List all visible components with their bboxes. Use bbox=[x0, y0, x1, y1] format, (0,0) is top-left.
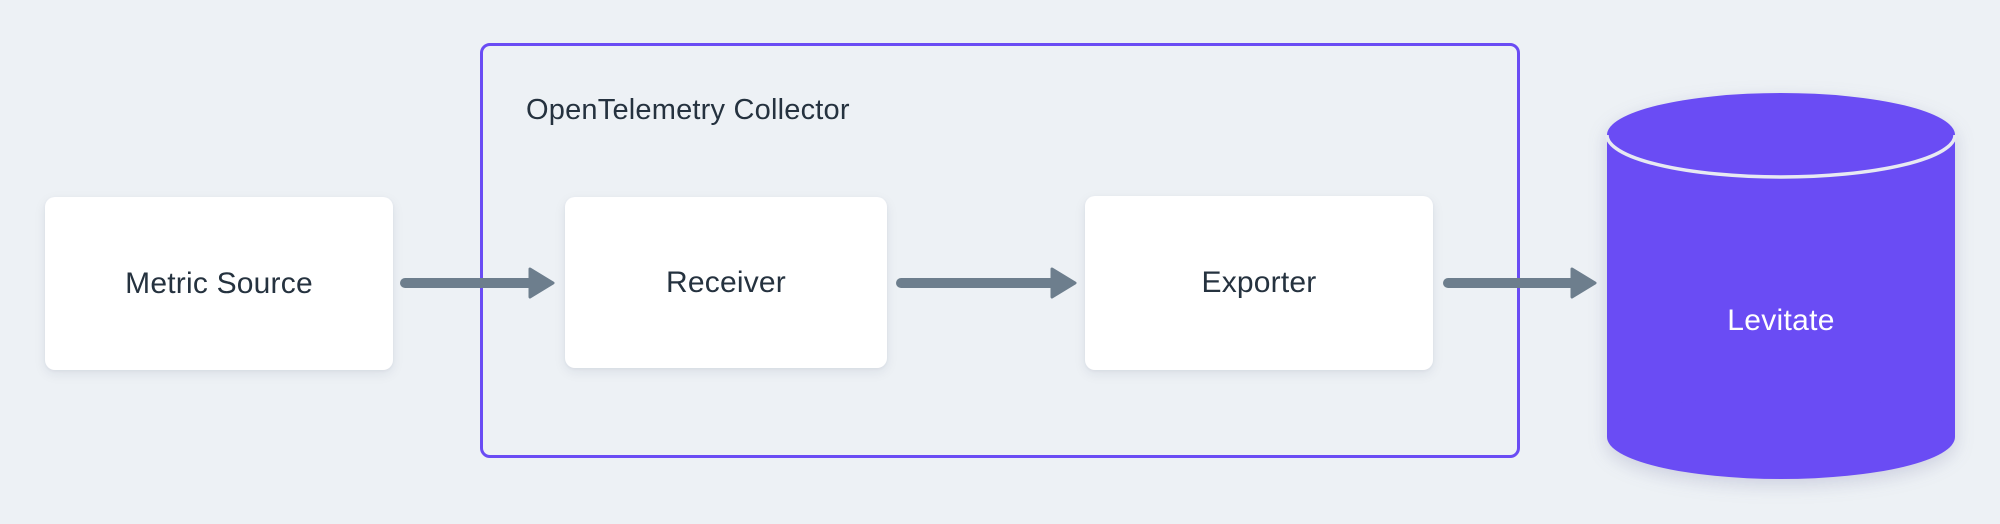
cylinder-bottom bbox=[1607, 395, 1955, 479]
cylinder-top bbox=[1607, 93, 1955, 177]
arrow-metric-source-to-receiver bbox=[400, 267, 555, 299]
arrow-exporter-to-levitate bbox=[1443, 267, 1597, 299]
node-metric-source-label: Metric Source bbox=[125, 266, 313, 300]
node-receiver-label: Receiver bbox=[666, 265, 786, 299]
arrow-head-icon bbox=[528, 267, 555, 299]
arrow-head-icon bbox=[1570, 267, 1597, 299]
cylinder-body bbox=[1607, 135, 1955, 437]
otel-collector-group: OpenTelemetry Collector bbox=[480, 43, 1520, 458]
node-metric-source: Metric Source bbox=[45, 197, 393, 370]
otel-collector-group-label: OpenTelemetry Collector bbox=[526, 94, 850, 126]
cylinder-rim-line bbox=[1605, 134, 1957, 179]
node-levitate: Levitate bbox=[1605, 93, 1957, 479]
node-receiver: Receiver bbox=[565, 197, 887, 368]
node-levitate-label: Levitate bbox=[1727, 304, 1834, 337]
arrow-receiver-to-exporter bbox=[896, 267, 1077, 299]
node-exporter: Exporter bbox=[1085, 196, 1433, 370]
node-exporter-label: Exporter bbox=[1201, 266, 1317, 299]
arrow-head-icon bbox=[1050, 267, 1077, 299]
